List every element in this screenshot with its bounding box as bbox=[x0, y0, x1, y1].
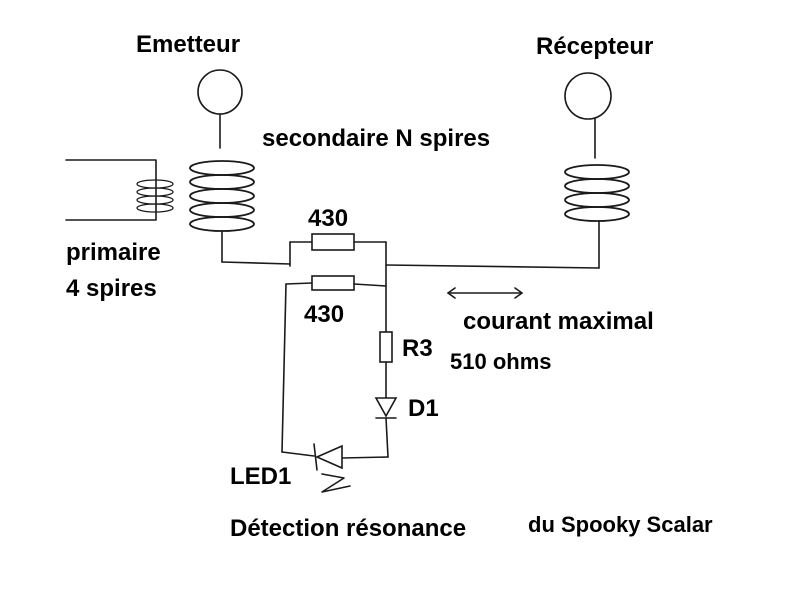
led-left-lead bbox=[281, 451, 315, 457]
label-d1: D1 bbox=[408, 395, 439, 422]
emetteur-secondary-coil bbox=[189, 160, 255, 232]
label-courant: courant maximal bbox=[463, 308, 654, 335]
label-led1: LED1 bbox=[230, 463, 291, 490]
wire-left-horizontal bbox=[221, 261, 291, 265]
courant-double-arrow bbox=[447, 287, 523, 299]
r-bottom-left-lead bbox=[285, 282, 313, 285]
recepteur-secondary-coil bbox=[564, 164, 630, 222]
led1-emission-zigzag bbox=[321, 473, 351, 493]
resistor-430-bottom bbox=[311, 275, 355, 291]
label-r-top: 430 bbox=[308, 205, 348, 232]
label-emetteur: Emetteur bbox=[136, 31, 240, 58]
d1-to-led-wire bbox=[341, 456, 389, 459]
label-r3: R3 bbox=[402, 335, 433, 362]
r-bottom-right-lead bbox=[353, 283, 387, 287]
recepteur-sphere bbox=[564, 72, 612, 120]
wire-right-horizontal bbox=[385, 264, 600, 269]
led1 bbox=[315, 444, 343, 470]
diode-d1 bbox=[374, 397, 398, 418]
d1-lead bbox=[385, 417, 389, 458]
label-r-bottom: 430 bbox=[304, 301, 344, 328]
primaire-wiring bbox=[65, 159, 157, 221]
primaire-coil bbox=[136, 179, 174, 213]
label-r3-value: 510 ohms bbox=[450, 349, 552, 374]
resistor-430-top bbox=[311, 233, 355, 251]
resistor-r3 bbox=[379, 331, 393, 363]
led-return-wire bbox=[281, 283, 287, 453]
label-primaire-spires: 4 spires bbox=[66, 275, 157, 302]
caption-detection: Détection résonance bbox=[230, 515, 466, 542]
label-recepteur: Récepteur bbox=[536, 33, 653, 60]
label-secondaire: secondaire N spires bbox=[262, 125, 490, 152]
label-primaire: primaire bbox=[66, 239, 161, 266]
emetteur-sphere bbox=[197, 69, 243, 115]
caption-spooky-scalar: du Spooky Scalar bbox=[528, 512, 713, 537]
